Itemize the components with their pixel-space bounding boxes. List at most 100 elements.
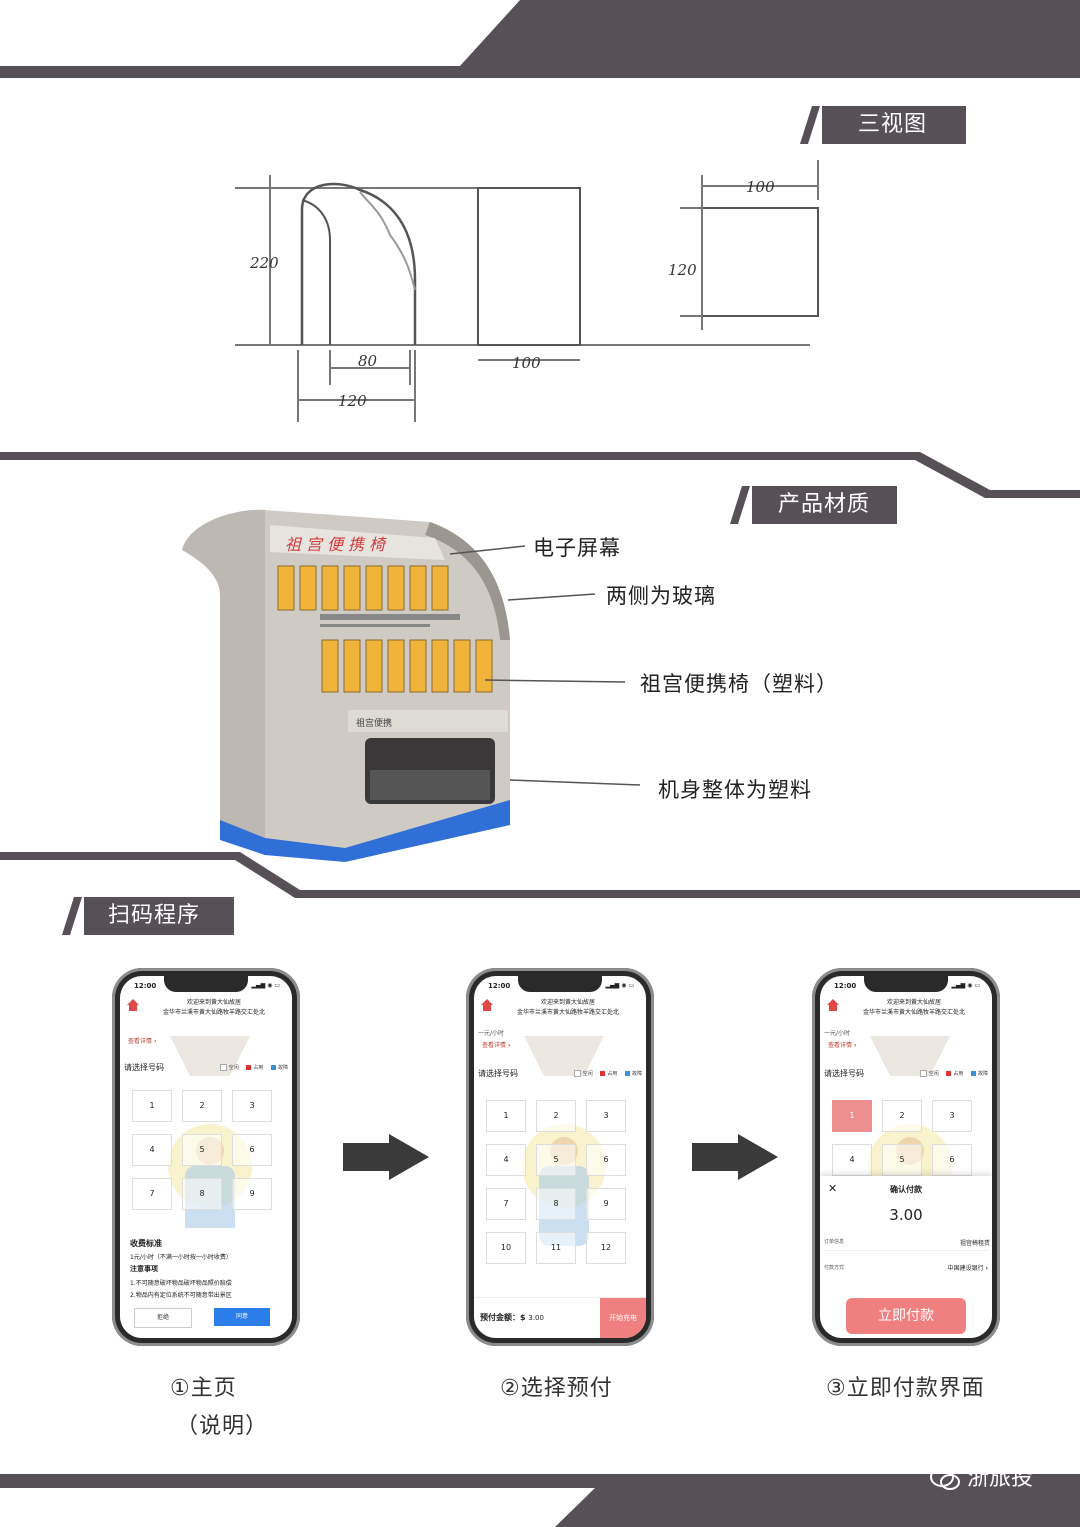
callout-body: 机身整体为塑料 <box>658 778 812 802</box>
page-title: 欢迎来到黄大仙故居 金华市兰溪市黄大仙路牧羊路交汇处北 <box>162 999 265 1016</box>
caption-step-2: ②选择预付 <box>500 1376 613 1401</box>
view-details-link[interactable]: 查看详情 › <box>482 1042 511 1049</box>
seat-cell[interactable]: 6 <box>586 1144 626 1176</box>
arrow-right-icon <box>343 1134 429 1180</box>
dim-top-width: 100 <box>746 178 775 196</box>
seat-cell[interactable]: 5 <box>536 1144 576 1176</box>
seat-cell[interactable]: 3 <box>232 1090 272 1122</box>
home-icon[interactable] <box>480 998 494 1012</box>
select-number-label: 请选择号码 <box>124 1063 164 1072</box>
fee-text: 1元/小时（不满一小时按一小时收费） <box>130 1254 232 1261</box>
price-text: 一元/小时 <box>824 1030 851 1037</box>
seat-cell[interactable]: 3 <box>586 1100 626 1132</box>
notice-line-2: 2.物品内有定位系统不可随意带出景区 <box>130 1292 232 1299</box>
close-icon[interactable]: ✕ <box>828 1182 838 1195</box>
section-tag-three-view: 三视图 <box>800 106 966 144</box>
start-charging-button[interactable]: 开始充电 <box>600 1298 646 1338</box>
confirm-title: 确认付款 <box>890 1185 922 1194</box>
callout-glass: 两侧为玻璃 <box>606 584 716 608</box>
caption-step-1-sub: （说明） <box>176 1414 269 1439</box>
payment-amount: 3.00 <box>889 1206 923 1224</box>
status-time: 12:00 <box>834 982 857 990</box>
seat-cell[interactable]: 10 <box>486 1232 526 1264</box>
chevron-right-icon: › <box>507 1042 511 1049</box>
agree-button[interactable]: 同意 <box>214 1308 270 1326</box>
seat-cell[interactable]: 2 <box>882 1100 922 1132</box>
section-title: 扫码程序 <box>108 903 201 928</box>
callout-lines <box>449 545 641 786</box>
dim-side-inner: 80 <box>358 352 378 370</box>
seat-cell[interactable]: 4 <box>132 1134 172 1166</box>
callout-screen: 电子屏幕 <box>533 536 621 560</box>
seat-cell[interactable]: 11 <box>536 1232 576 1264</box>
seat-cell[interactable]: 4 <box>486 1144 526 1176</box>
kiosk-illustration: 祖宫便携椅 祖宫便携 <box>182 509 510 862</box>
page-title: 欢迎来到黄大仙故居 金华市兰溪市黄大仙路牧羊路交汇处北 <box>516 999 619 1016</box>
payment-sheet: ✕ 确认付款 3.00 订单信息 祖宫椅租赁 付款方式 中国建设银行 › 立即付… <box>820 1176 992 1338</box>
fee-title: 收费标准 <box>130 1239 162 1248</box>
home-icon[interactable] <box>126 998 140 1012</box>
payment-method-select[interactable]: 中国建设银行 › <box>947 1265 988 1272</box>
pay-now-button[interactable]: 立即付款 <box>846 1298 966 1334</box>
seat-cell[interactable]: 7 <box>132 1178 172 1210</box>
seat-cell[interactable]: 7 <box>486 1188 526 1220</box>
reject-button[interactable]: 拒绝 <box>134 1308 192 1328</box>
select-number-label: 请选择号码 <box>824 1069 864 1078</box>
dim-side-height: 220 <box>249 254 279 272</box>
seat-cell[interactable]: 2 <box>182 1090 222 1122</box>
seat-cell[interactable]: 8 <box>182 1178 222 1210</box>
seat-cell[interactable]: 3 <box>932 1100 972 1132</box>
caption-step-3: ③立即付款界面 <box>826 1376 985 1401</box>
section-tag-materials: 产品材质 <box>730 486 897 524</box>
order-label: 订单信息 <box>824 1239 845 1245</box>
dim-side-base: 120 <box>338 392 367 410</box>
phone-prepay: 12:00 ▂▄▆ ◉ ▭ 欢迎来到黄大仙故居 金华市兰溪市黄大仙路牧羊路交汇处… <box>466 968 654 1346</box>
price-text: 一元/小时 <box>478 1030 505 1037</box>
seat-cell[interactable]: 2 <box>536 1100 576 1132</box>
status-time: 12:00 <box>488 982 511 990</box>
phone-payment: 12:00 ▂▄▆ ◉ ▭ 欢迎来到黄大仙故居 金华市兰溪市黄大仙路牧羊路交汇处… <box>812 968 1000 1346</box>
status-legend: 空闲 占用 故障 <box>568 1070 642 1077</box>
view-details-link[interactable]: 查看详情 › <box>128 1038 157 1045</box>
chevron-right-icon: › <box>985 1265 988 1272</box>
select-number-label: 请选择号码 <box>478 1069 518 1078</box>
arrow-right-icon <box>692 1134 778 1180</box>
seat-cell[interactable]: 6 <box>232 1134 272 1166</box>
home-icon[interactable] <box>826 998 840 1012</box>
status-time: 12:00 <box>134 982 157 990</box>
phone-screen: 12:00 ▂▄▆ ◉ ▭ 欢迎来到黄大仙故居 金华市兰溪市黄大仙路牧羊路交汇处… <box>474 976 646 1338</box>
method-label: 付款方式 <box>824 1265 845 1271</box>
seat-cell[interactable]: 5 <box>182 1134 222 1166</box>
seat-cell[interactable]: 9 <box>586 1188 626 1220</box>
status-icons: ▂▄▆ ◉ ▭ <box>951 982 980 989</box>
callout-chair: 祖宫便携椅（塑料） <box>640 672 838 696</box>
kiosk-panel-text: 祖宫便携 <box>356 717 392 729</box>
dim-top-height: 120 <box>668 261 697 279</box>
status-legend: 空闲 占用 故障 <box>214 1064 288 1071</box>
seat-cell[interactable]: 5 <box>882 1144 922 1176</box>
seat-cell[interactable]: 1 <box>486 1100 526 1132</box>
status-legend: 空闲 占用 故障 <box>914 1070 988 1077</box>
seat-cell[interactable]: 8 <box>536 1188 576 1220</box>
watermark-text: 浙旅投 <box>967 1466 1034 1491</box>
seat-cell[interactable]: 4 <box>832 1144 872 1176</box>
prepay-bar: 预付金额：$ 3.00 开始充电 <box>474 1297 646 1338</box>
kiosk-sign: 祖宫便携椅 <box>285 535 390 554</box>
section-title: 三视图 <box>858 112 928 137</box>
notice-line-1: 1.不可随意破坏物品破坏物品照价赔偿 <box>130 1280 232 1287</box>
seat-cell[interactable]: 6 <box>932 1144 972 1176</box>
seat-cell[interactable]: 12 <box>586 1232 626 1264</box>
wechat-icon <box>930 1467 960 1490</box>
page-title: 欢迎来到黄大仙故居 金华市兰溪市黄大仙路牧羊路交汇处北 <box>862 999 965 1016</box>
notice-sheet: 收费标准 1元/小时（不满一小时按一小时收费） 注意事项 1.不可随意破坏物品破… <box>120 1228 292 1338</box>
seat-cell[interactable]: 1 <box>132 1090 172 1122</box>
view-details-link[interactable]: 查看详情 › <box>828 1042 857 1049</box>
status-icons: ▂▄▆ ◉ ▭ <box>251 982 280 989</box>
prepay-amount: 3.00 <box>528 1314 544 1322</box>
chevron-right-icon: › <box>153 1038 157 1045</box>
seat-cell[interactable]: 9 <box>232 1178 272 1210</box>
dim-front-width: 100 <box>512 354 541 372</box>
status-icons: ▂▄▆ ◉ ▭ <box>605 982 634 989</box>
seat-cell-selected[interactable]: 1 <box>832 1100 872 1132</box>
